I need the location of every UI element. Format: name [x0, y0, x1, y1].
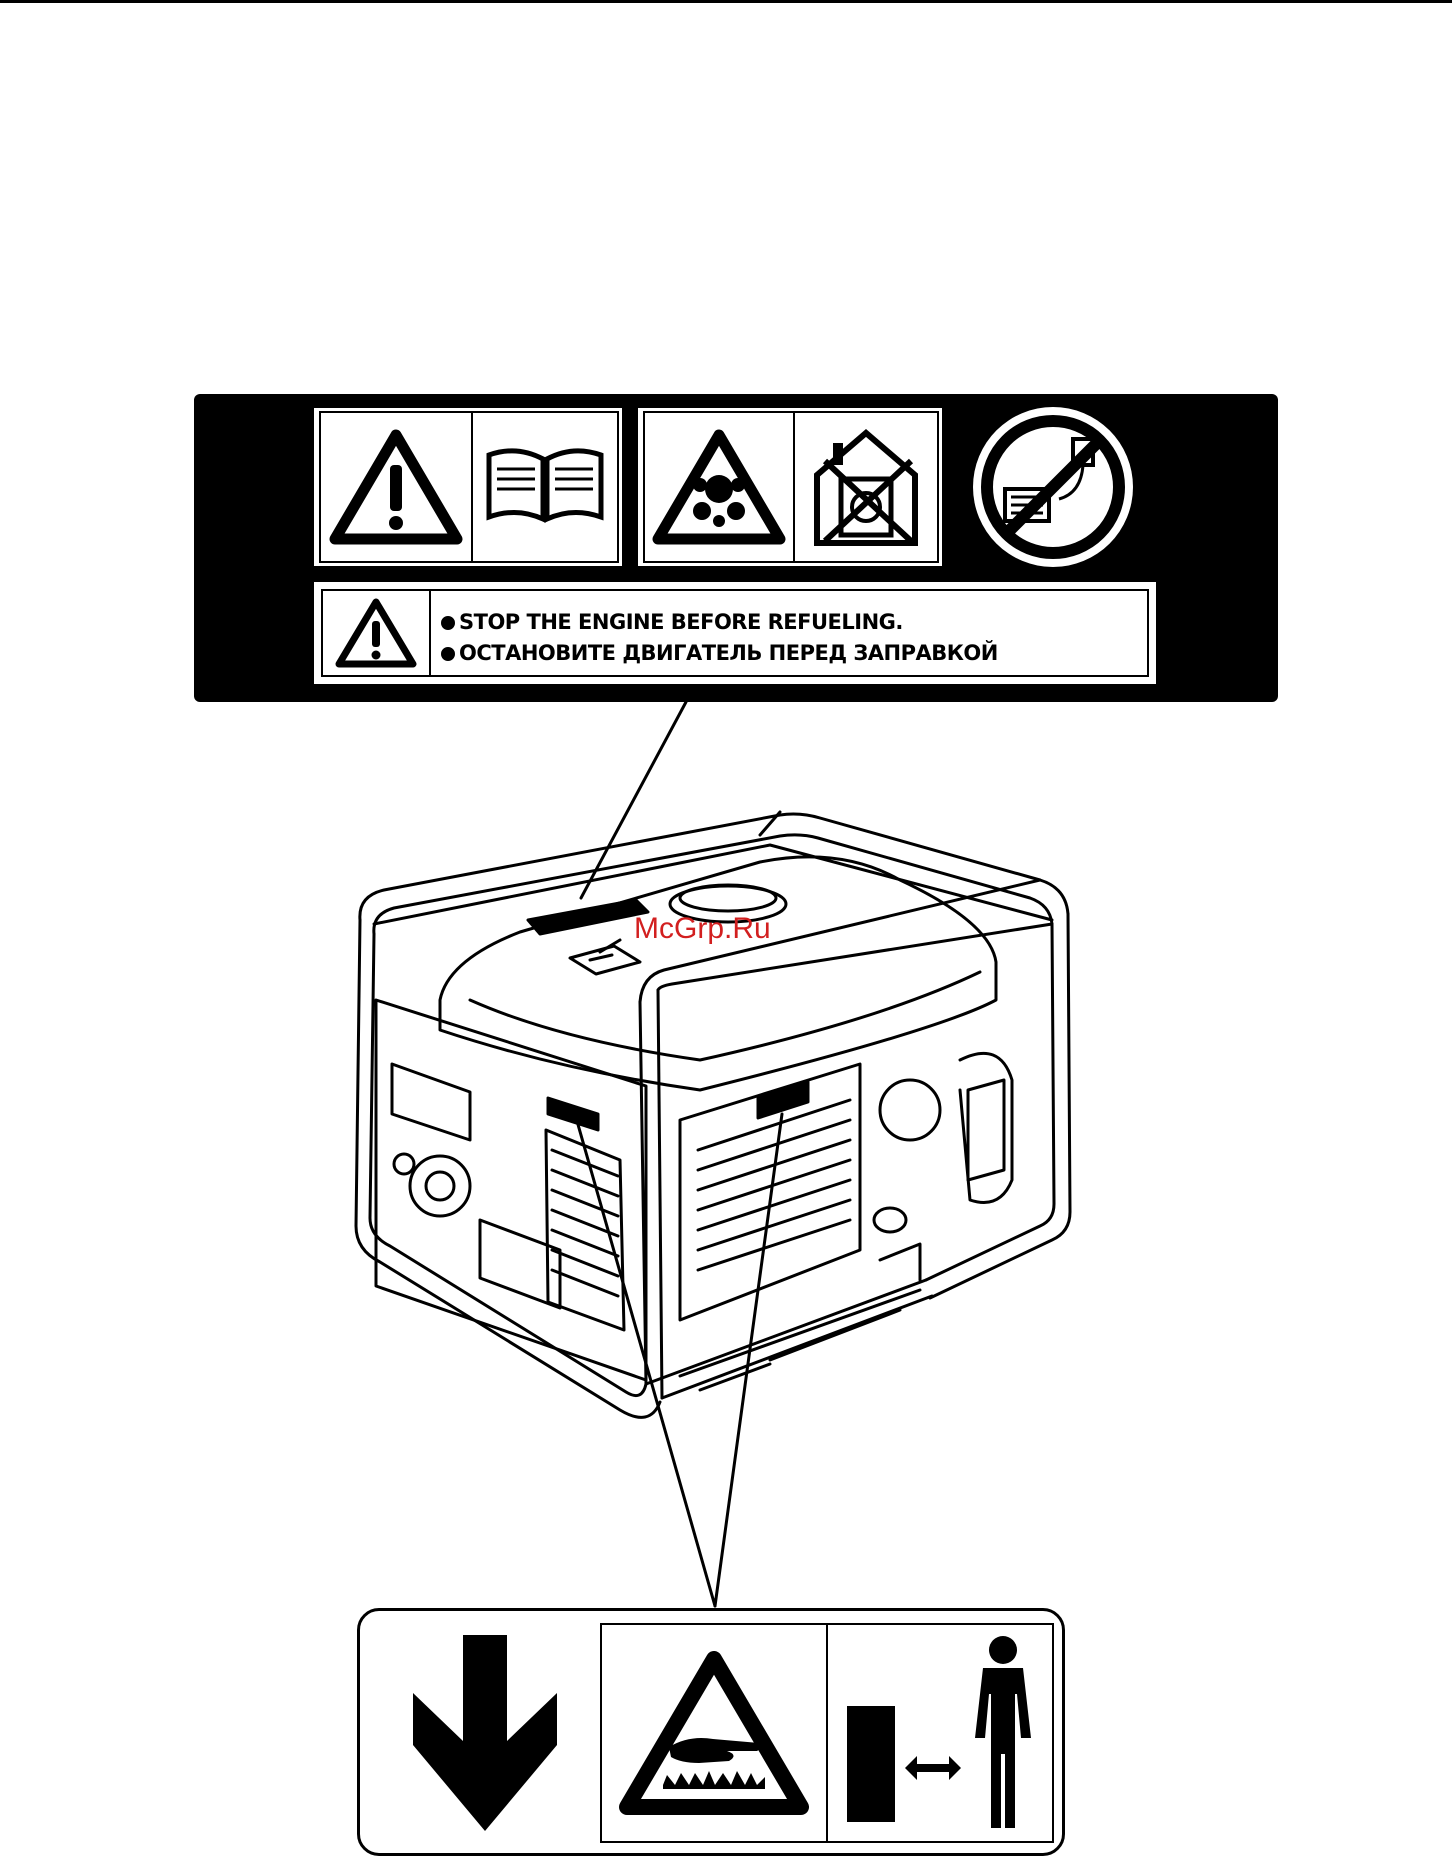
bullet-icon: [441, 616, 455, 630]
arrow-down-icon: [374, 1623, 596, 1843]
warning-label: STOP THE ENGINE BEFORE REFUELING. ОСТАНО…: [194, 394, 1278, 702]
icon-group-manual: [314, 408, 622, 566]
no-indoor-use-icon: [793, 411, 939, 563]
keep-distance-icon: [826, 1623, 1054, 1843]
refuel-warning-text: STOP THE ENGINE BEFORE REFUELING. ОСТАНО…: [441, 607, 998, 669]
leader-line-top: [581, 702, 686, 898]
hot-surface-icon: [600, 1623, 828, 1843]
icon-group-exhaust: [638, 408, 942, 566]
refuel-warning-strip: STOP THE ENGINE BEFORE REFUELING. ОСТАНО…: [314, 582, 1156, 684]
warning-line-ru: ОСТАНОВИТЕ ДВИГАТЕЛЬ ПЕРЕД ЗАПРАВКОЙ: [459, 641, 998, 665]
warning-triangle-icon: [319, 411, 473, 563]
exhaust-hazard-icon: [643, 411, 795, 563]
read-manual-icon: [471, 411, 619, 563]
hot-surface-label: [357, 1608, 1065, 1856]
warning-triangle-small-icon: [323, 591, 431, 675]
warning-line-en: STOP THE ENGINE BEFORE REFUELING.: [459, 610, 903, 634]
no-grid-connection-icon: [968, 402, 1138, 572]
watermark: McGrp.Ru: [634, 912, 771, 946]
bullet-icon: [441, 647, 455, 661]
